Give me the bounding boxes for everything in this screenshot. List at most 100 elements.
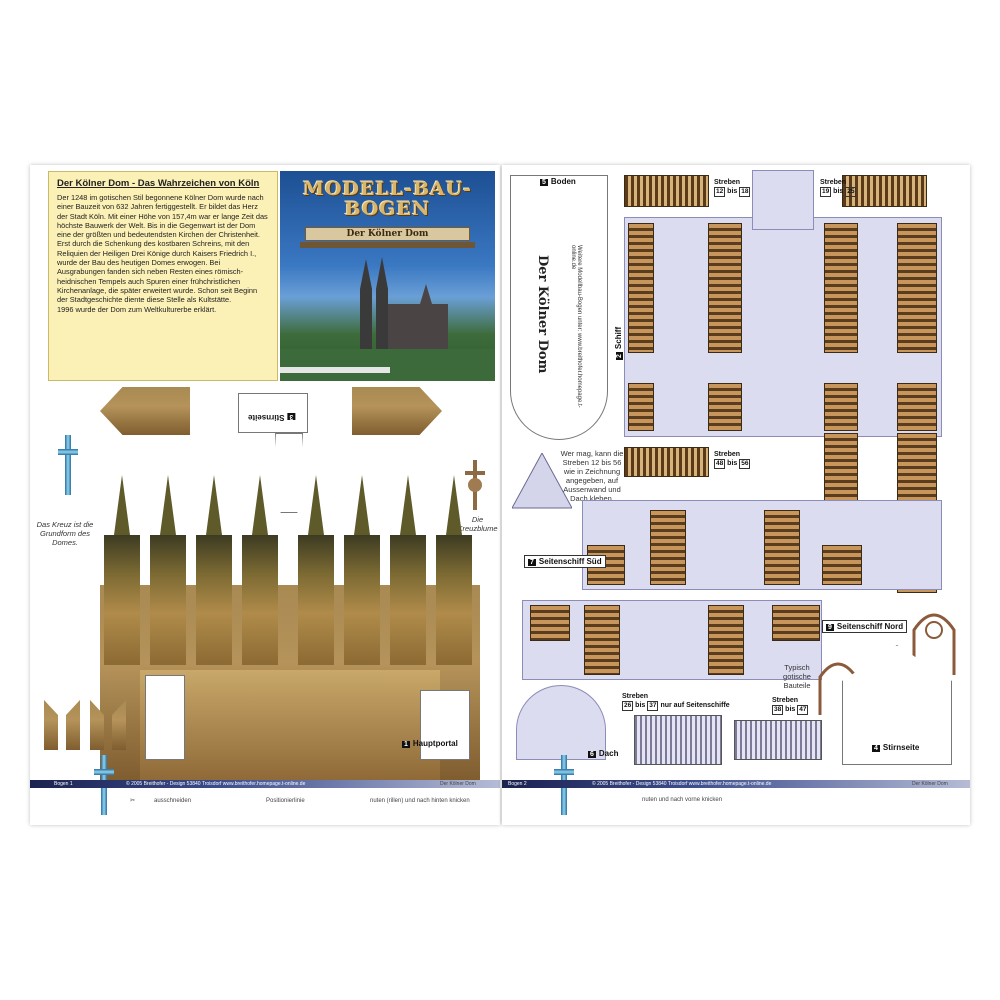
schiff-wall-1 — [628, 223, 654, 353]
sued-wall-3 — [764, 510, 800, 585]
cover-banner: Der Kölner Dom — [305, 227, 470, 241]
spire-1 — [114, 475, 130, 535]
spire-4 — [252, 475, 268, 535]
boden-note: Weitere Modellbau-Bogen unter: www.breit… — [570, 245, 582, 408]
kreuzblume-icon — [465, 460, 485, 510]
small-part-2 — [66, 700, 80, 750]
footer-bar — [30, 780, 500, 788]
cover-ship — [280, 367, 390, 373]
tower-2 — [150, 535, 186, 665]
schiff-wall-5 — [628, 383, 654, 431]
tower-5 — [298, 535, 334, 665]
stirnseite-label: 3Stirnseite — [248, 413, 296, 422]
spire-8 — [446, 475, 462, 535]
dach-part — [516, 685, 606, 760]
nord-wall-2 — [584, 605, 620, 675]
cross-icon — [58, 435, 78, 495]
info-title: Der Kölner Dom - Das Wahrzeichen von Köl… — [57, 178, 260, 189]
cover-logo-line2: BOGEN — [344, 198, 431, 220]
cover-logo-line1: MODELL-BAU- — [302, 178, 473, 200]
sheet-1: Der Kölner Dom - Das Wahrzeichen von Köl… — [30, 165, 500, 825]
cover-logo: MODELL-BAU- BOGEN — [280, 179, 495, 219]
wing-part-left — [100, 387, 190, 435]
schiff-wall-7 — [824, 383, 858, 431]
footer-title-2: Der Kölner Dom — [912, 781, 948, 787]
info-box: Der Kölner Dom - Das Wahrzeichen von Köl… — [48, 171, 278, 381]
info-text-2: 1996 wurde der Dom zum Weltkulturerbe er… — [57, 304, 217, 314]
legend-fold: nuten (rillen) und nach hinten knicken — [370, 798, 470, 804]
boden-title: Der Kölner Dom — [535, 255, 550, 374]
spire-5 — [308, 475, 324, 535]
kreuz-caption: Das Kreuz ist die Grundform des Domes. — [36, 520, 94, 547]
sued-wall-4 — [822, 545, 862, 585]
streben-question: Wer mag, kann die Streben 12 bis 56 wie … — [560, 449, 624, 503]
footer-sheet: Bogen 1 — [54, 781, 73, 787]
small-part-3 — [90, 700, 104, 750]
seitenschiff-sued-part — [582, 500, 942, 590]
scissors-icon: ✂ — [130, 798, 136, 804]
nord-wall-3 — [708, 605, 744, 675]
nord-wall-4 — [772, 605, 820, 641]
tower-3 — [196, 535, 232, 665]
schiff-part — [624, 217, 942, 437]
tower-1 — [104, 535, 140, 665]
boden-part — [510, 175, 608, 440]
kreuzblume-caption: Die Kreuzblume — [457, 515, 498, 533]
tower-4 — [242, 535, 278, 665]
tower-7 — [390, 535, 426, 665]
schiff-wall-4 — [897, 223, 937, 353]
nord-wall-1 — [530, 605, 570, 641]
schiff-top-arm — [752, 170, 814, 230]
schiff-wall-3 — [824, 223, 858, 353]
spire-3 — [206, 475, 222, 535]
schiff-wall-8 — [897, 383, 937, 431]
gothic-window-icon — [912, 613, 956, 675]
streben-38-47 — [734, 720, 822, 760]
legend-position: Positionierlinie — [266, 798, 305, 804]
small-part-1 — [44, 700, 58, 750]
cover-image: MODELL-BAU- BOGEN Der Kölner Dom — [280, 171, 495, 381]
info-text: Der 1248 im gotischen Stil begonnene Köl… — [57, 193, 268, 305]
cover-cathedral-photo — [360, 257, 448, 349]
sued-wall-2 — [650, 510, 686, 585]
footer-title: Der Kölner Dom — [440, 781, 476, 787]
schiff-wall-6 — [708, 383, 742, 431]
schiff-wall-2 — [708, 223, 742, 353]
schiff-label: 2Schiff — [614, 326, 623, 360]
schiff-wall-9 — [824, 433, 858, 505]
cover-river-bank — [280, 349, 495, 381]
stirnseite-tab — [275, 433, 303, 513]
portal-center — [140, 670, 440, 780]
legend-fold-2: nuten und nach vorne knicken — [642, 797, 723, 803]
facade-tab-right — [420, 690, 470, 760]
facade-tab-left — [145, 675, 185, 760]
footer-bar-2 — [502, 780, 970, 788]
spire-2 — [160, 475, 176, 535]
footer-copyright-2: © 2005 Breithofer - Design 53840 Troisdo… — [592, 781, 772, 787]
gothic-caption: Typisch gotische Bauteile — [783, 663, 811, 690]
small-part-4 — [112, 700, 126, 750]
streben-12-18 — [624, 175, 709, 207]
spire-6 — [354, 475, 370, 535]
streben-48-56 — [624, 447, 709, 477]
wing-part-right — [352, 387, 442, 435]
streben-26-37 — [634, 715, 722, 765]
roof-cone-icon — [512, 453, 572, 509]
stirnseite-part — [238, 393, 308, 433]
legend-cut: ausschneiden — [154, 798, 192, 804]
tower-8 — [436, 535, 472, 665]
footer-sheet-2: Bogen 2 — [508, 781, 527, 787]
cover-ribbon — [300, 242, 475, 248]
